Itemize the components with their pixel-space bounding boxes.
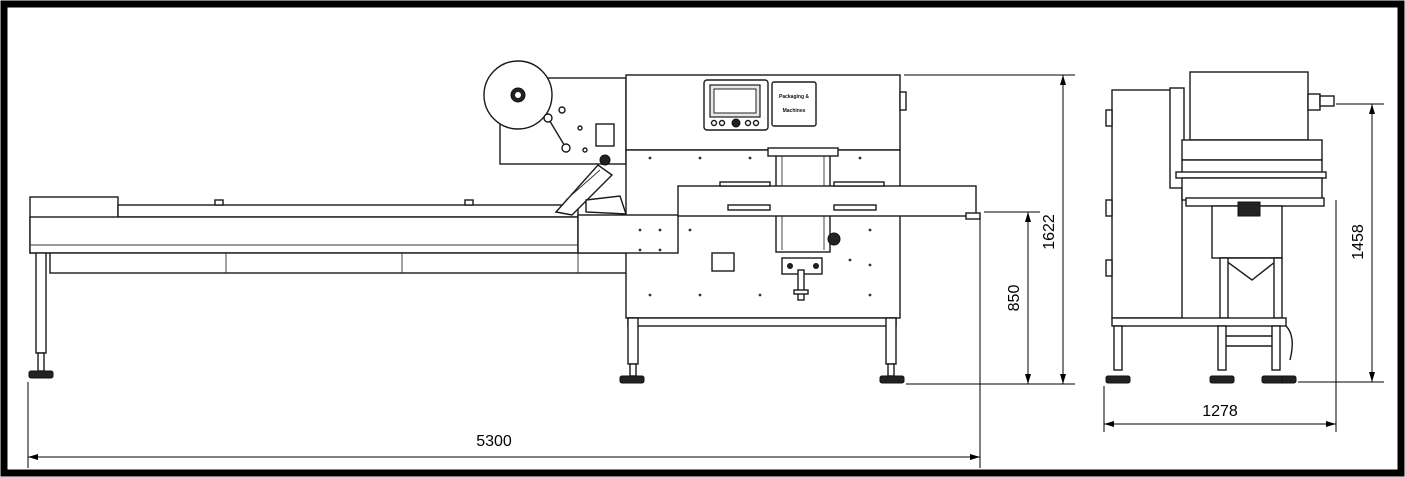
dimension-label-1622: 1622 bbox=[1041, 214, 1058, 250]
dimension-label-5300: 5300 bbox=[476, 433, 512, 450]
dimension-total-height: 1622 bbox=[904, 74, 1075, 384]
side-view: 1278 1458 bbox=[1103, 71, 1384, 432]
dimension-label-1278: 1278 bbox=[1202, 403, 1238, 420]
brand-line-1: Packaging & bbox=[779, 94, 809, 100]
front-view: Packaging & Machines bbox=[27, 60, 1075, 468]
dimension-conveyor-height: 850 bbox=[906, 211, 1075, 385]
dimension-side-height: 1458 bbox=[1298, 103, 1384, 383]
brand-plate bbox=[771, 81, 817, 127]
dimension-label-1458: 1458 bbox=[1350, 224, 1367, 260]
main-machine-body: Packaging & Machines bbox=[577, 74, 981, 384]
dimension-side-width: 1278 bbox=[1103, 200, 1337, 432]
infeed-conveyor bbox=[28, 196, 677, 379]
film-reel-unit bbox=[483, 60, 627, 216]
dimension-total-length: 5300 bbox=[27, 218, 981, 468]
dimension-label-850: 850 bbox=[1006, 285, 1023, 312]
brand-line-2: Machines bbox=[783, 108, 806, 114]
